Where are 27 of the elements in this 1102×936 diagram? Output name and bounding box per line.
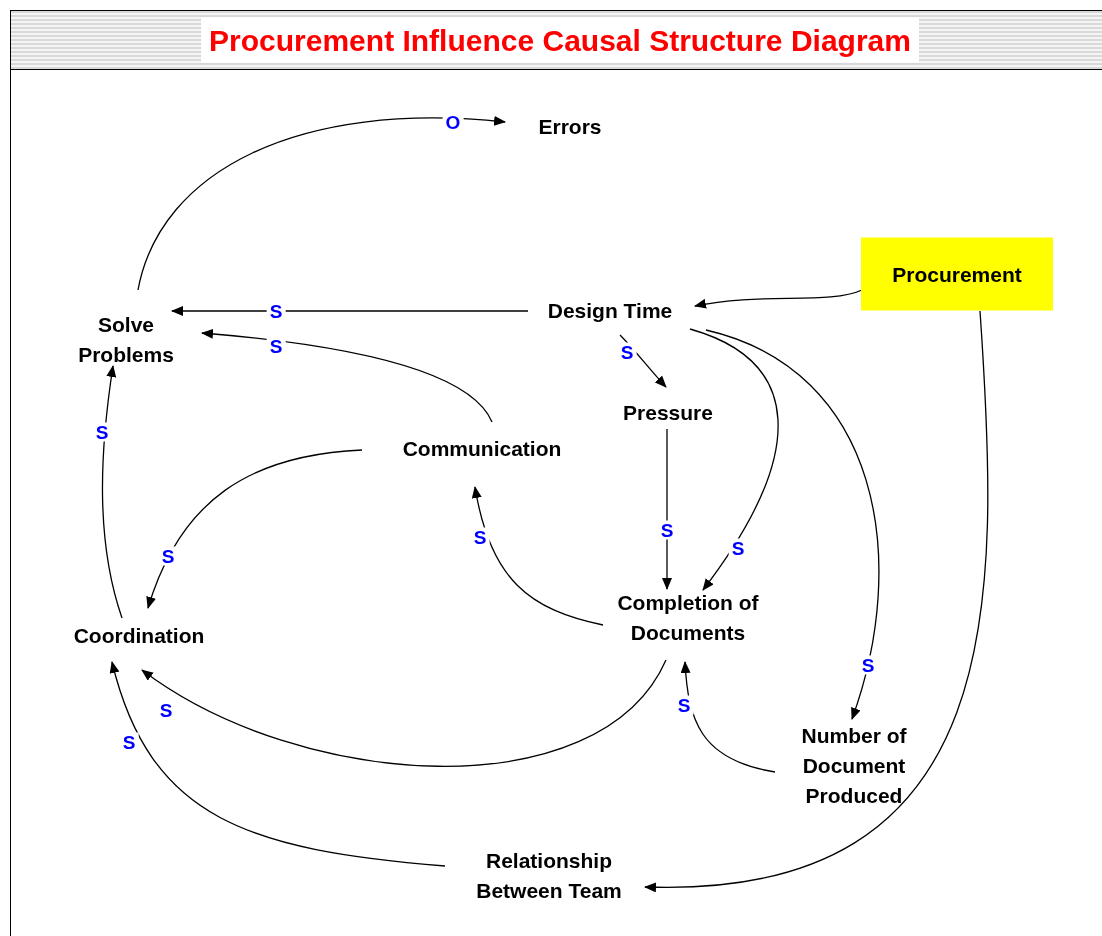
- variable-label: Errors: [525, 112, 615, 142]
- variable-label: Solve Problems: [61, 310, 191, 370]
- variable-label: Number of Document Produced: [784, 721, 924, 811]
- causal-arrow: [141, 659, 667, 767]
- highlighted-variable-box: Procurement: [861, 237, 1053, 311]
- variable-label: Coordination: [54, 621, 224, 651]
- causal-arrow: [689, 328, 779, 591]
- diagram-title: Procurement Influence Causal Structure Diagram: [201, 17, 919, 63]
- causal-arrow: [146, 449, 363, 609]
- causal-arrow: [662, 428, 672, 590]
- causal-arrow: [171, 306, 529, 316]
- polarity-label: S: [266, 336, 286, 356]
- causal-arrow: [644, 310, 989, 892]
- causal-arrow: [680, 661, 776, 773]
- causal-arrow: [101, 365, 123, 619]
- causal-arrow: [705, 329, 880, 720]
- causal-arrow: [694, 289, 863, 309]
- variable-label: Pressure: [613, 398, 723, 428]
- variable-label: Design Time: [530, 296, 690, 326]
- variable-label: Completion of Documents: [598, 588, 778, 648]
- causal-arrow: [137, 116, 506, 291]
- causal-arrow: [619, 334, 667, 388]
- causal-arrow: [472, 486, 604, 626]
- causal-arrow: [201, 329, 493, 423]
- variable-label: Relationship Between Team: [454, 846, 644, 906]
- causal-arrow: [110, 661, 446, 867]
- variable-label: Communication: [382, 434, 582, 464]
